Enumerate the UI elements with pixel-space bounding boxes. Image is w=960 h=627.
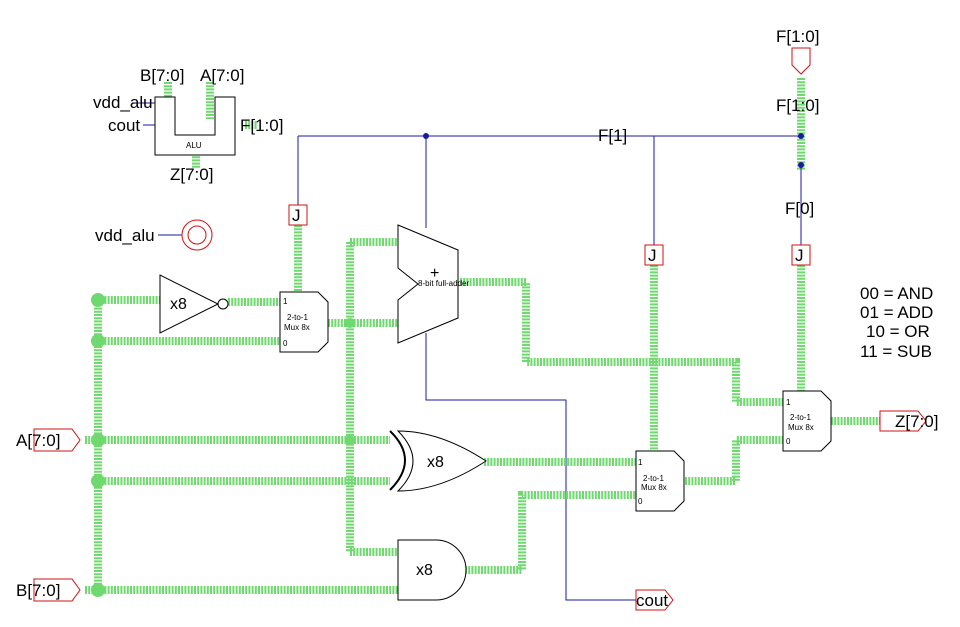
mux3-title: 2-to-1 <box>790 413 811 422</box>
mux-1: 1 2-to-1 Mux 8x 0 <box>279 291 329 353</box>
svg-text:0: 0 <box>283 339 288 348</box>
inverter-label: x8 <box>170 296 187 313</box>
and-label: x8 <box>416 562 433 579</box>
svg-text:Z[7:0]: Z[7:0] <box>895 412 938 431</box>
vdd-supply: vdd_alu <box>95 219 213 251</box>
port-a-input: A[7:0] <box>16 428 81 452</box>
svg-text:F[1:0]: F[1:0] <box>776 27 819 46</box>
svg-text:0: 0 <box>786 437 791 446</box>
connector-j-1: J <box>288 204 308 226</box>
svg-text:cout: cout <box>636 591 668 610</box>
opcode-legend: 00 = AND 01 = ADD 10 = OR 11 = SUB <box>860 284 933 361</box>
vdd-label: vdd_alu <box>95 226 155 245</box>
symbol-b-label: B[7:0] <box>140 66 184 85</box>
svg-text:J: J <box>795 246 804 265</box>
svg-text:B[7:0]: B[7:0] <box>16 581 60 600</box>
and-gate-x8: x8 <box>397 539 467 601</box>
adder-8bit: + 8-bit full-adder <box>397 224 469 344</box>
or-gate-x8: x8 <box>389 430 487 492</box>
vdd-terminal-icon <box>181 219 213 251</box>
port-f-bus-label: F[1:0] <box>776 96 819 115</box>
svg-text:0: 0 <box>638 497 643 506</box>
connector-j-2: J <box>644 244 664 266</box>
port-b-input: B[7:0] <box>16 578 81 602</box>
svg-text:J: J <box>648 246 657 265</box>
svg-text:A[7:0]: A[7:0] <box>16 431 60 450</box>
mux1-title: 2-to-1 <box>287 313 308 322</box>
inverter-x8: x8 <box>159 274 229 334</box>
port-cout-output: cout <box>635 589 674 611</box>
legend-or: 10 = OR <box>866 322 930 341</box>
legend-and: 00 = AND <box>860 284 933 303</box>
adder-plus: + <box>430 265 439 282</box>
connector-j-3: J <box>791 244 811 266</box>
or-label: x8 <box>427 454 444 471</box>
svg-text:1: 1 <box>638 458 643 467</box>
mux3-sub: Mux 8x <box>788 423 814 432</box>
symbol-a-label: A[7:0] <box>200 66 244 85</box>
legend-add: 01 = ADD <box>860 303 933 322</box>
port-f1-label: F[1] <box>598 126 627 145</box>
mux2-title: 2-to-1 <box>643 474 664 483</box>
legend-sub: 11 = SUB <box>860 342 932 361</box>
symbol-z-label: Z[7:0] <box>170 165 213 184</box>
symbol-name: ALU <box>186 141 202 150</box>
port-f-top: F[1:0] <box>776 27 819 75</box>
mux-2: 1 2-to-1 Mux 8x 0 <box>635 450 685 512</box>
mux2-sub: Mux 8x <box>641 483 667 492</box>
f-control-wiring <box>297 78 805 601</box>
port-z-output: Z[7:0] <box>879 410 938 432</box>
mux1-sub: Mux 8x <box>284 323 310 332</box>
symbol-cout-label: cout <box>108 116 140 135</box>
alu-symbol: B[7:0] A[7:0] vdd_alu cout F[1:0] ALU Z[… <box>93 66 283 184</box>
symbol-vdd-label: vdd_alu <box>93 93 153 112</box>
symbol-f-label: F[1:0] <box>240 116 283 135</box>
svg-text:J: J <box>292 206 301 225</box>
adder-name: 8-bit full-adder <box>418 279 469 288</box>
data-buses <box>85 225 880 597</box>
svg-text:1: 1 <box>786 398 791 407</box>
port-f0-label: F[0] <box>785 199 814 218</box>
svg-text:1: 1 <box>283 297 288 306</box>
mux-3: 1 2-to-1 Mux 8x 0 <box>782 390 832 452</box>
